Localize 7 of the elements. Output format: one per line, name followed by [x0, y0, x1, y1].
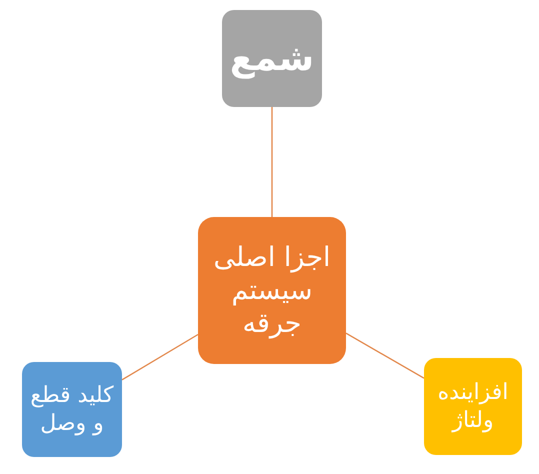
rounded-box: افزاینده ولتاژ — [424, 358, 522, 455]
rounded-box: شمع — [222, 10, 322, 107]
rounded-box: اجزا اصلی سیستم جرقه — [198, 217, 346, 364]
rounded-box: كلید قطع و وصل — [22, 362, 122, 457]
connector-line — [122, 334, 198, 380]
connector-line — [346, 332, 424, 379]
connector-line — [271, 107, 273, 217]
